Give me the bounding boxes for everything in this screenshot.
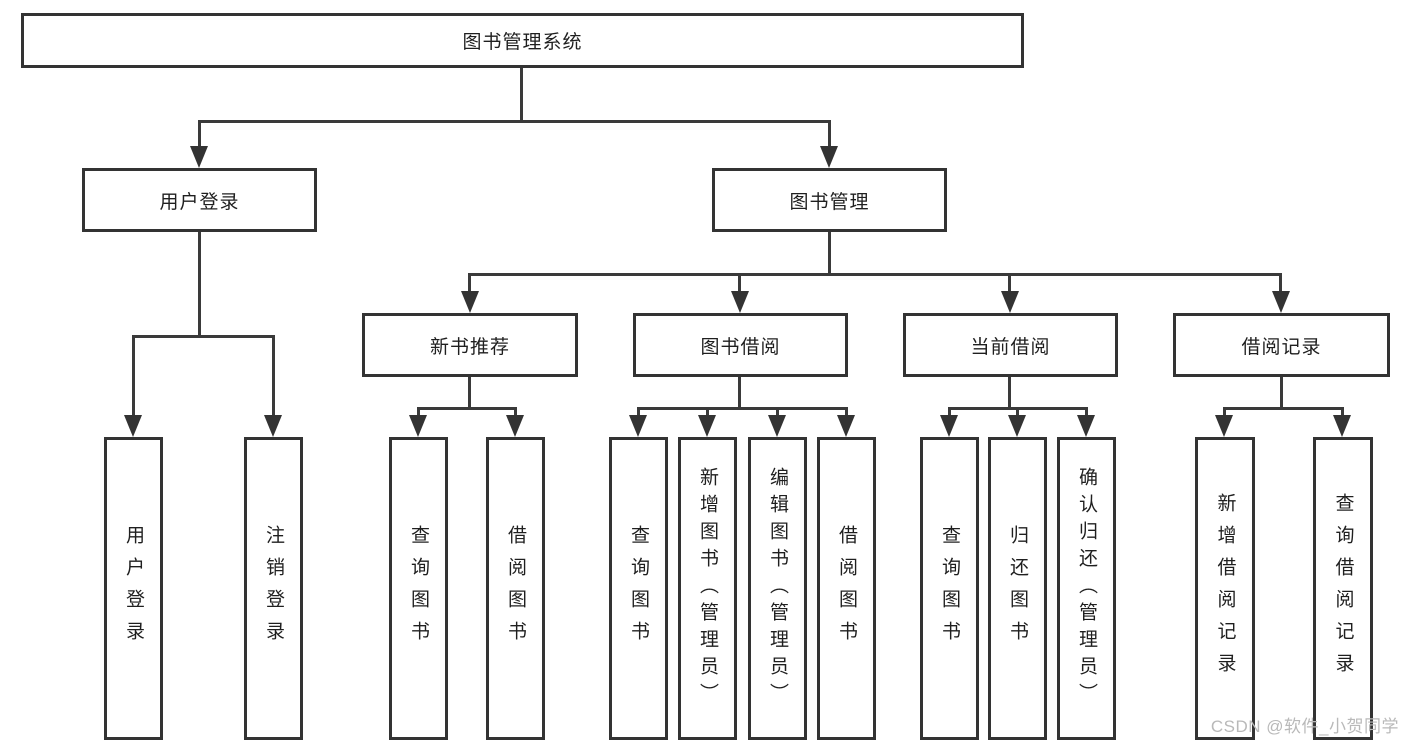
connector-vline [948, 407, 951, 419]
arrowhead-down-icon [1215, 415, 1233, 437]
connector-vline [198, 232, 201, 338]
connector-vline [828, 232, 831, 276]
connector-vline [776, 407, 779, 419]
leaf-query-borrow-record: 查询借阅记录 [1313, 437, 1373, 740]
leaf-borrow-books-2: 借阅图书 [817, 437, 876, 740]
node-label: 当前借阅 [970, 336, 1051, 358]
connector-vline [738, 377, 741, 410]
connector-vline [198, 120, 201, 150]
node-label: 归还图书 [1007, 524, 1028, 653]
node-label: 确认归还（管理员） [1076, 467, 1097, 710]
node-label: 图书管理 [789, 191, 870, 213]
arrowhead-down-icon [190, 146, 208, 168]
arrowhead-down-icon [1008, 415, 1026, 437]
arrowhead-down-icon [1077, 415, 1095, 437]
connector-hline [198, 120, 831, 123]
leaf-logout: 注销登录 [244, 437, 303, 740]
node-label: 新增图书（管理员） [697, 467, 718, 710]
node-label: 借阅记录 [1241, 336, 1322, 358]
node-user-login: 用户登录 [82, 168, 317, 232]
connector-vline [1341, 407, 1344, 419]
connector-vline [468, 377, 471, 410]
node-library-management-system: 图书管理系统 [21, 13, 1024, 68]
node-book-management: 图书管理 [712, 168, 947, 232]
leaf-return-books: 归还图书 [988, 437, 1047, 740]
node-borrow-records: 借阅记录 [1173, 313, 1390, 377]
arrowhead-down-icon [731, 291, 749, 313]
leaf-query-books-1: 查询图书 [389, 437, 448, 740]
node-current-borrowing: 当前借阅 [903, 313, 1118, 377]
leaf-add-borrow-record: 新增借阅记录 [1195, 437, 1255, 740]
node-label: 编辑图书（管理员） [767, 467, 788, 710]
arrowhead-down-icon [124, 415, 142, 437]
node-label: 用户登录 [159, 191, 240, 213]
node-label: 借阅图书 [505, 524, 526, 653]
leaf-query-books-2: 查询图书 [609, 437, 668, 740]
node-book-borrowing: 图书借阅 [633, 313, 848, 377]
node-label: 查询图书 [408, 524, 429, 653]
node-label: 图书借阅 [700, 336, 781, 358]
node-label: 新增借阅记录 [1214, 492, 1236, 685]
leaf-borrow-books-1: 借阅图书 [486, 437, 545, 740]
connector-hline [468, 273, 1282, 276]
leaf-confirm-return-admin: 确认归还（管理员） [1057, 437, 1116, 740]
arrowhead-down-icon [837, 415, 855, 437]
connector-vline [706, 407, 709, 419]
leaf-edit-books-admin: 编辑图书（管理员） [748, 437, 807, 740]
connector-vline [1223, 407, 1226, 419]
connector-vline [1016, 407, 1019, 419]
arrowhead-down-icon [820, 146, 838, 168]
node-label: 图书管理系统 [462, 32, 583, 53]
arrowhead-down-icon [768, 415, 786, 437]
arrowhead-down-icon [1272, 291, 1290, 313]
node-label: 查询图书 [939, 524, 960, 653]
connector-vline [845, 407, 848, 419]
connector-vline [417, 407, 420, 419]
connector-vline [1008, 377, 1011, 410]
arrowhead-down-icon [1001, 291, 1019, 313]
connector-vline [514, 407, 517, 419]
connector-vline [520, 68, 523, 123]
connector-vline [1008, 273, 1011, 295]
connector-hline [1223, 407, 1344, 410]
node-label: 查询图书 [628, 524, 649, 653]
node-label: 借阅图书 [836, 524, 857, 653]
connector-vline [828, 120, 831, 150]
arrowhead-down-icon [461, 291, 479, 313]
connector-hline [417, 407, 517, 410]
node-label: 用户登录 [123, 524, 144, 653]
connector-vline [468, 273, 471, 295]
connector-hline [637, 407, 848, 410]
connector-vline [738, 273, 741, 295]
leaf-query-books-3: 查询图书 [920, 437, 979, 740]
arrowhead-down-icon [1333, 415, 1351, 437]
connector-vline [272, 335, 275, 419]
node-label: 查询借阅记录 [1332, 492, 1354, 685]
arrowhead-down-icon [409, 415, 427, 437]
connector-vline [637, 407, 640, 419]
connector-hline [132, 335, 275, 338]
leaf-user-login: 用户登录 [104, 437, 163, 740]
connector-vline [132, 335, 135, 419]
leaf-add-books-admin: 新增图书（管理员） [678, 437, 737, 740]
arrowhead-down-icon [698, 415, 716, 437]
node-label: 新书推荐 [429, 336, 510, 358]
connector-vline [1280, 377, 1283, 410]
node-label: 注销登录 [263, 524, 284, 653]
connector-vline [1085, 407, 1088, 419]
arrowhead-down-icon [940, 415, 958, 437]
csdn-watermark: CSDN @软件_小贺同学 [1210, 717, 1399, 736]
arrowhead-down-icon [506, 415, 524, 437]
arrowhead-down-icon [629, 415, 647, 437]
connector-vline [1279, 273, 1282, 295]
arrowhead-down-icon [264, 415, 282, 437]
node-new-book-recommend: 新书推荐 [362, 313, 578, 377]
